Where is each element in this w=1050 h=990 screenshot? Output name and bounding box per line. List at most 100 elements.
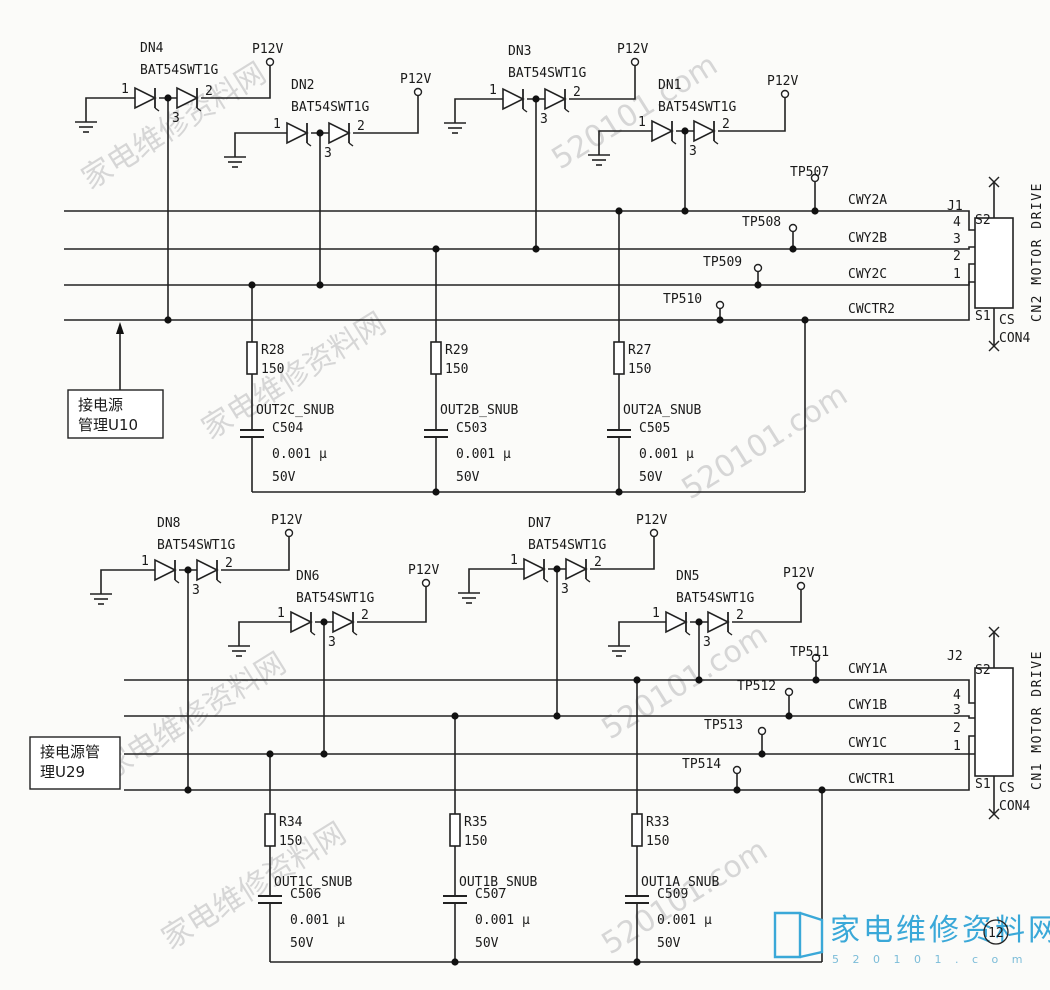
wire xyxy=(718,98,786,132)
capacitor-voltage: 50V xyxy=(475,936,499,951)
diode-part: BAT54SWT1G xyxy=(140,63,218,78)
diode-bar xyxy=(174,579,180,584)
testpoint-label: TP514 xyxy=(682,757,721,772)
diode-triangle xyxy=(665,610,688,634)
pin-number: 3 xyxy=(561,582,569,597)
note-text: 理U29 xyxy=(40,763,85,781)
diode-triangle xyxy=(176,86,199,110)
diode-ref: DN2 xyxy=(291,78,314,93)
logo-title: 家电维修资料网 xyxy=(830,913,1050,948)
pin-number: 2 xyxy=(357,119,365,134)
diode-ref: DN4 xyxy=(140,41,164,56)
resistor-value: 150 xyxy=(628,362,651,377)
testpoint-terminal xyxy=(732,765,742,775)
connector-ref: J1 xyxy=(947,199,963,214)
power-label: P12V xyxy=(271,513,302,528)
net-label: CWY1B xyxy=(848,698,887,713)
junction-dot xyxy=(532,95,540,103)
junction-dot xyxy=(320,618,328,626)
pin-number: 2 xyxy=(722,117,730,132)
capacitor-ref: C503 xyxy=(456,421,487,436)
testpoint-terminal xyxy=(715,300,725,310)
diode-bar xyxy=(564,108,570,113)
pin-number: 1 xyxy=(141,554,149,569)
wire xyxy=(955,246,975,250)
capacitor-value: 0.001 μ xyxy=(657,913,712,928)
connector-title: CN2 MOTOR DRIVE xyxy=(1030,182,1045,322)
resistor-body xyxy=(430,341,442,375)
junction-dot xyxy=(316,281,324,289)
capacitor-value: 0.001 μ xyxy=(456,447,511,462)
pin-number: 1 xyxy=(510,553,518,568)
connector-pin-number: 2 xyxy=(953,721,961,736)
diode-triangle xyxy=(286,121,309,145)
no-connect-mark xyxy=(988,340,1000,352)
note-text: 接电源管 xyxy=(40,743,100,761)
capacitor-ref: C506 xyxy=(290,887,321,902)
junction-dot xyxy=(164,94,172,102)
wire xyxy=(221,537,290,571)
wire xyxy=(454,98,503,123)
wire xyxy=(234,132,287,157)
diode-triangle xyxy=(328,121,351,145)
junction-dot xyxy=(316,129,324,137)
pin-number: 2 xyxy=(594,555,602,570)
resistor-body xyxy=(631,813,643,847)
testpoint-label: TP507 xyxy=(790,165,829,180)
pin-number: 1 xyxy=(638,115,646,130)
pin-number: 1 xyxy=(652,606,660,621)
power-label: P12V xyxy=(767,74,798,89)
capacitor-value: 0.001 μ xyxy=(272,447,327,462)
diode-ref: DN8 xyxy=(157,516,180,531)
pin-number: 3 xyxy=(172,111,180,126)
pin-number: 3 xyxy=(324,146,332,161)
junction-dot xyxy=(811,207,819,215)
note-box xyxy=(29,736,121,790)
net-label: CWY2A xyxy=(848,193,887,208)
testpoint-terminal xyxy=(788,223,798,233)
power-label: P12V xyxy=(783,566,814,581)
diode-bar xyxy=(713,140,719,145)
connector-shield-label: S1 xyxy=(975,777,991,792)
capacitor-value: 0.001 μ xyxy=(290,913,345,928)
resistor-value: 150 xyxy=(445,362,468,377)
diode-triangle xyxy=(502,87,525,111)
junction-dot xyxy=(695,676,703,684)
resistor-body xyxy=(613,341,625,375)
diode-ref: DN3 xyxy=(508,44,531,59)
junction-dot xyxy=(553,712,561,720)
arrow-head xyxy=(116,322,124,334)
snub-net-label: OUT1A_SNUB xyxy=(641,875,719,890)
connector-cs-label: CS xyxy=(999,781,1015,796)
testpoint-label: TP508 xyxy=(742,215,781,230)
wire xyxy=(85,97,135,122)
pin-number: 1 xyxy=(121,82,129,97)
junction-dot xyxy=(785,712,793,720)
connector-shield-label: S1 xyxy=(975,309,991,324)
junction-dot xyxy=(818,786,826,794)
junction-dot xyxy=(801,316,809,324)
power-terminal xyxy=(421,578,431,588)
wire xyxy=(201,66,271,99)
connector-pin-number: 1 xyxy=(953,739,961,754)
connector-body xyxy=(974,217,1014,309)
diode-part: BAT54SWT1G xyxy=(508,66,586,81)
testpoint-terminal xyxy=(757,726,767,736)
resistor-value: 150 xyxy=(279,834,302,849)
resistor-body xyxy=(264,813,276,847)
capacitor-voltage: 50V xyxy=(639,470,663,485)
connector-pin-number: 4 xyxy=(953,215,961,230)
junction-dot xyxy=(432,245,440,253)
snub-net-label: OUT2A_SNUB xyxy=(623,403,701,418)
ground-symbol xyxy=(458,592,480,604)
no-connect-mark xyxy=(988,626,1000,638)
testpoint-terminal xyxy=(784,687,794,697)
pin-number: 2 xyxy=(361,608,369,623)
ground-symbol xyxy=(224,156,246,168)
junction-dot xyxy=(320,750,328,758)
no-connect-mark xyxy=(988,176,1000,188)
page-badge-circle xyxy=(983,919,1009,945)
wire xyxy=(238,621,291,646)
